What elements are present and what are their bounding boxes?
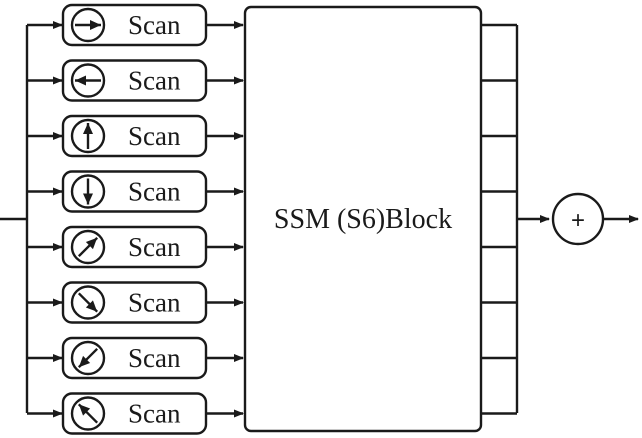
scan-label: Scan xyxy=(128,121,181,151)
arrow-up-circle-icon xyxy=(70,118,106,154)
merge-symbol: + xyxy=(571,207,585,234)
scan-label: Scan xyxy=(128,66,181,96)
scan-label: Scan xyxy=(128,177,181,207)
scan-module: Scan xyxy=(27,225,244,269)
scan-label: Scan xyxy=(128,10,181,40)
scan-label: Scan xyxy=(128,343,181,373)
scan-module: Scan xyxy=(27,59,244,102)
arrow-up-left-circle-icon xyxy=(70,396,106,431)
ssm-block xyxy=(243,5,483,433)
scan-module: Scan xyxy=(27,336,244,380)
arrow-up-right-circle-icon xyxy=(70,229,106,265)
scan-module: Scan xyxy=(27,114,244,158)
scan-module: Scan xyxy=(27,170,244,213)
scan-module: Scan xyxy=(27,392,244,435)
scan-label: Scan xyxy=(128,399,181,429)
arrow-down-right-circle-icon xyxy=(70,285,106,320)
output-lines xyxy=(481,23,517,415)
merge-node: + xyxy=(551,192,605,246)
ssm-block-label: SSM (S6)Block xyxy=(274,204,452,235)
scan-module: Scan xyxy=(27,281,244,324)
arrow-left-circle-icon xyxy=(70,63,106,98)
scan-module: Scan xyxy=(27,3,244,47)
arrow-right-circle-icon xyxy=(70,7,106,43)
scan-label: Scan xyxy=(128,288,181,318)
arrow-down-left-circle-icon xyxy=(70,340,106,376)
scan-label: Scan xyxy=(128,232,181,262)
arrow-down-circle-icon xyxy=(70,174,106,209)
